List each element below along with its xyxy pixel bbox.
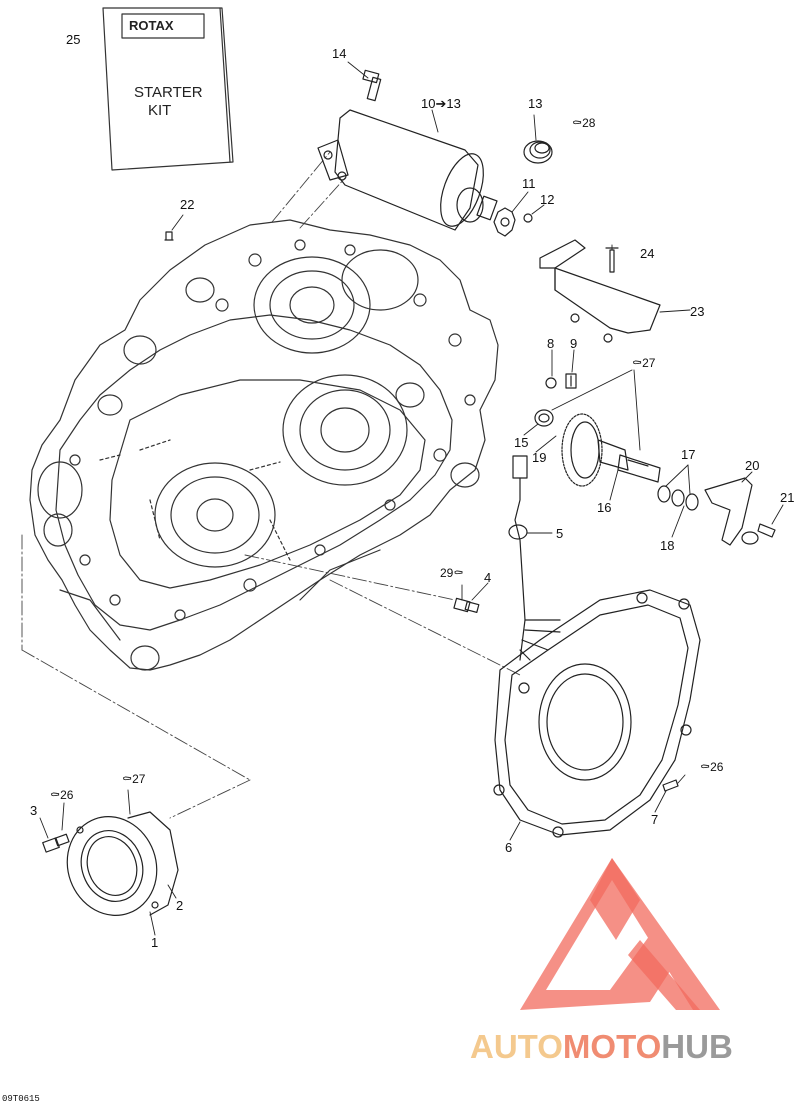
leader-lines xyxy=(21,151,521,819)
bolt-9 xyxy=(565,373,577,389)
label-lubricant-28: ⚰28 xyxy=(572,116,596,130)
bolt-3 xyxy=(42,833,70,853)
label-part-19: 19 xyxy=(532,450,547,465)
label-part-8: 8 xyxy=(547,336,555,351)
label-part-2: 2 xyxy=(176,898,184,913)
starter-kit-box xyxy=(102,7,234,171)
watermark-text: AUTOMOTOHUB xyxy=(470,1028,733,1066)
gear-16 xyxy=(561,413,661,487)
screw-22 xyxy=(164,231,174,241)
label-part-21: 21 xyxy=(780,490,795,505)
label-part-15: 15 xyxy=(514,435,529,450)
cover-23 xyxy=(539,239,661,343)
bolt-14 xyxy=(362,69,382,102)
starter-motor xyxy=(317,109,498,231)
crankcase-drawing xyxy=(29,219,499,671)
pinion-11 xyxy=(493,207,516,237)
watermark-part3: HUB xyxy=(661,1028,733,1065)
cover-6 xyxy=(493,589,701,838)
watermark-logo xyxy=(520,858,720,1010)
figure-code: 09T0615 xyxy=(2,1094,40,1104)
watermark-part1: AUTO xyxy=(470,1028,563,1065)
label-part-14: 14 xyxy=(332,46,347,61)
kit-title-line1: STARTER xyxy=(134,84,203,101)
label-part-12: 12 xyxy=(540,192,555,207)
washer-8 xyxy=(545,377,557,389)
label-part-22: 22 xyxy=(180,197,195,212)
label-lubricant-27-b: ⚰27 xyxy=(632,356,656,370)
label-part-13: 13 xyxy=(528,96,543,111)
label-part-7: 7 xyxy=(651,812,659,827)
label-lubricant-26-b: ⚰26 xyxy=(700,760,724,774)
sensor-harness-5 xyxy=(508,455,561,661)
callout-lines xyxy=(39,61,784,936)
label-part-1: 1 xyxy=(151,935,159,950)
label-lubricant-27-a: ⚰27 xyxy=(122,772,146,786)
label-part-11: 11 xyxy=(522,176,536,191)
bolt-4 xyxy=(453,597,480,614)
clip-12 xyxy=(523,213,533,223)
bearing-15 xyxy=(534,409,554,427)
bolt-24 xyxy=(605,247,619,273)
bolt-21 xyxy=(757,523,776,538)
screw-7 xyxy=(662,779,679,792)
label-part-20: 20 xyxy=(745,458,760,473)
lever-20 xyxy=(704,477,759,546)
label-lubricant-29: 29⚰ xyxy=(440,566,464,580)
label-part-9: 9 xyxy=(570,336,578,351)
kit-title-line2: KIT xyxy=(148,102,172,119)
housing-1 xyxy=(66,811,179,916)
label-part-6: 6 xyxy=(505,840,513,855)
watermark-part2: MOTO xyxy=(562,1028,662,1065)
label-part-24: 24 xyxy=(640,246,655,261)
label-part-5: 5 xyxy=(556,526,564,541)
label-part-17: 17 xyxy=(681,447,696,462)
label-lubricant-26-a: ⚰26 xyxy=(50,788,74,802)
spring-13 xyxy=(523,140,553,164)
label-part-23: 23 xyxy=(690,304,705,319)
washers-17 xyxy=(657,485,699,511)
label-part-18: 18 xyxy=(660,538,675,553)
label-part-16: 16 xyxy=(597,500,612,515)
label-part-3: 3 xyxy=(30,803,38,818)
label-part-4: 4 xyxy=(484,570,492,585)
kit-part-number: 25 xyxy=(66,32,81,47)
kit-brand: ROTAX xyxy=(129,18,174,33)
label-part-10-13: 10➔13 xyxy=(421,96,461,111)
